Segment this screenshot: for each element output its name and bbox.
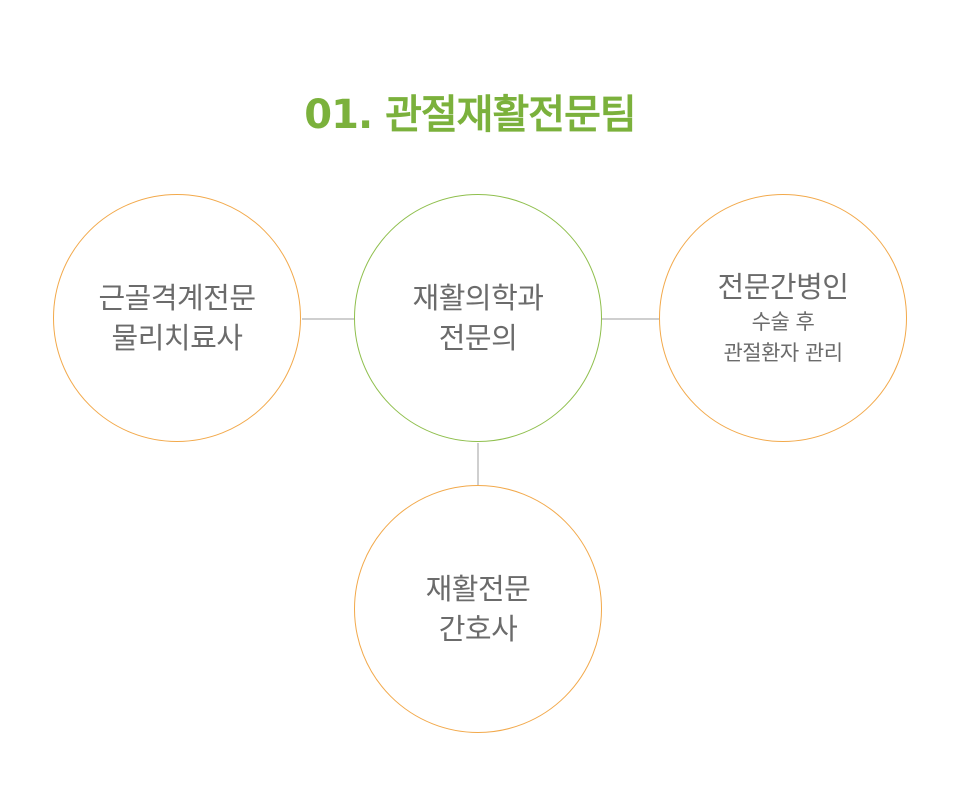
node-label-line: 간호사 [438,612,518,646]
connector-down [477,443,479,485]
node-label-line: 재활전문 [425,572,531,606]
connector-left [302,318,354,320]
node-physical-therapist: 근골격계전문 물리치료사 [53,194,301,442]
node-label-line: 전문의 [438,321,518,355]
page-title: 01. 관절재활전문팀 [304,92,636,138]
node-label-line: 근골격계전문 [98,281,256,315]
node-rehab-nurse: 재활전문 간호사 [354,485,602,733]
node-label-line: 전문간병인 [717,270,849,304]
node-label-line: 재활의학과 [412,281,544,315]
connector-right [602,318,659,320]
node-sublabel-line: 관절환자 관리 [723,341,843,365]
node-label-line: 물리치료사 [111,321,243,355]
node-sublabel-line: 수술 후 [751,310,815,334]
node-caregiver: 전문간병인 수술 후 관절환자 관리 [659,194,907,442]
node-rehab-physician: 재활의학과 전문의 [354,194,602,442]
